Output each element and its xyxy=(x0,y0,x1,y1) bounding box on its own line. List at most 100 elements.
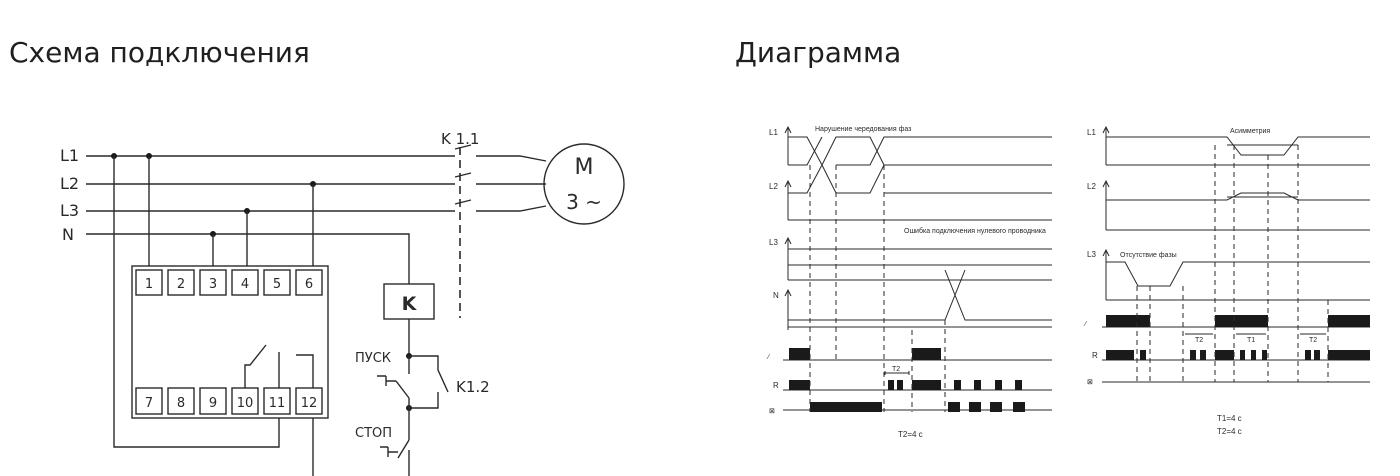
x-pulse xyxy=(948,402,960,412)
r-pulse xyxy=(1262,350,1267,360)
r-pulse xyxy=(1305,350,1311,360)
terminal-5: 5 xyxy=(273,277,281,292)
note-asymmetry: Асимметрия xyxy=(1230,128,1270,135)
terminal-row-top: 1 2 3 4 5 6 xyxy=(135,269,323,296)
r-pulse xyxy=(897,380,903,390)
row-label-l3: L3 xyxy=(769,238,778,247)
r-pulse xyxy=(912,348,941,360)
terminal-box xyxy=(167,387,195,415)
motor-label: M xyxy=(575,155,594,180)
wiring-heading: Схема подключения xyxy=(9,36,310,69)
signal-l3-loss xyxy=(1106,261,1370,301)
terminal-1: 1 xyxy=(145,277,153,292)
r-pulse xyxy=(974,380,981,390)
r-pulse xyxy=(1200,350,1206,360)
row-label-l1: L1 xyxy=(769,128,778,137)
t2-label: T2 xyxy=(1195,337,1203,344)
r-pulse xyxy=(1215,350,1234,360)
x-pulse xyxy=(810,402,882,412)
stop-button xyxy=(380,439,410,459)
terminal-box xyxy=(135,269,163,296)
guides xyxy=(809,165,946,412)
r-pulse xyxy=(954,380,961,390)
start-button-actuator xyxy=(377,375,396,386)
row-label-l1: L1 xyxy=(1087,128,1096,137)
row-label-r: R xyxy=(1092,351,1098,360)
timing-diagram-right: L1 L2 L3 R Асимметрия Отсутствие фазы ⁄ … xyxy=(1083,125,1370,436)
footer-right-t1: T1=4 с xyxy=(1217,414,1242,423)
relay-internal-contact xyxy=(244,344,314,388)
stop-button-label: СТОП xyxy=(355,426,392,441)
signal-l1 xyxy=(788,136,1052,167)
terminal-box xyxy=(199,269,227,296)
line-label-l1: L1 xyxy=(60,146,79,165)
terminal-box xyxy=(135,387,163,415)
footer-right-t2: T2=4 с xyxy=(1217,427,1242,436)
wire-n xyxy=(86,233,410,284)
t1-label: T1 xyxy=(1247,337,1255,344)
start-button-label: ПУСК xyxy=(355,351,391,366)
terminal-box xyxy=(231,269,259,296)
terminal-11: 11 xyxy=(269,396,286,411)
signal-l1-asym xyxy=(1106,136,1370,166)
wire-l1-to-11 xyxy=(113,156,280,448)
signal-l3 xyxy=(788,248,1052,281)
line-label-l3: L3 xyxy=(60,201,79,220)
r-pulse xyxy=(1240,350,1245,360)
x-pulse xyxy=(969,402,981,412)
t2-span xyxy=(884,371,910,375)
symbol-cross: ⊠ xyxy=(1087,379,1093,386)
symbol-switch: ⁄ xyxy=(1083,321,1088,328)
terminal-box xyxy=(199,387,227,415)
r-pulse xyxy=(995,380,1002,390)
row-label-l2: L2 xyxy=(769,182,778,191)
x-pulse xyxy=(990,402,1002,412)
aux-contact-k12 xyxy=(409,355,449,409)
contactor-k11-blades xyxy=(454,144,472,205)
signal-l2 xyxy=(788,163,1052,221)
r-pulse xyxy=(1215,315,1268,327)
terminal-6: 6 xyxy=(305,277,313,292)
motor-phase-label: 3 ~ xyxy=(566,190,602,214)
r-pulse xyxy=(789,380,810,390)
terminal-row-bottom: 7 8 9 10 11 12 xyxy=(135,387,323,415)
r-pulse xyxy=(1328,350,1370,360)
line-label-l2: L2 xyxy=(60,174,79,193)
r-pulse xyxy=(912,380,941,390)
t2-label: T2 xyxy=(1309,337,1317,344)
terminal-9: 9 xyxy=(209,396,217,411)
timing-diagram-left: L1 L2 L3 N R Нарушение чередования фаз О… xyxy=(766,125,1052,439)
terminal-box xyxy=(263,387,291,415)
r-pulse xyxy=(1106,315,1150,327)
r-pulse xyxy=(888,380,894,390)
terminal-4: 4 xyxy=(241,277,249,292)
footer-left: T2=4 с xyxy=(898,430,923,439)
axis-arrows xyxy=(784,125,792,297)
axis-arrows xyxy=(1102,125,1110,257)
start-button-wire xyxy=(395,356,410,476)
row-label-n: N xyxy=(773,291,779,300)
r-pulse xyxy=(1251,350,1256,360)
note-phase-loss: Отсутствие фазы xyxy=(1120,252,1177,259)
diagram-heading: Диаграмма xyxy=(735,36,902,69)
terminal-7: 7 xyxy=(145,396,153,411)
note-neutral: Ошибка подключения нулевого проводника xyxy=(904,227,1046,235)
terminal-box xyxy=(295,387,323,415)
guides xyxy=(1136,145,1329,382)
row-label-l2: L2 xyxy=(1087,182,1096,191)
aux-contact-label: K1.2 xyxy=(456,378,490,396)
r-pulse xyxy=(1015,380,1022,390)
row-label-r: R xyxy=(773,381,779,390)
terminal-10: 10 xyxy=(237,396,254,411)
terminal-box xyxy=(167,269,195,296)
terminal-8: 8 xyxy=(177,396,185,411)
wiring-diagram: L1 L2 L3 N 1 2 3 xyxy=(60,130,625,476)
note-phase-order: Нарушение чередования фаз xyxy=(815,126,911,133)
t2-label: T2 xyxy=(892,366,900,373)
r-pulse xyxy=(1106,350,1134,360)
r-pulse xyxy=(1328,315,1370,327)
r-pulse xyxy=(1190,350,1196,360)
terminal-12: 12 xyxy=(301,396,318,411)
terminal-2: 2 xyxy=(177,277,185,292)
symbol-cross: ⊠ xyxy=(769,408,775,415)
